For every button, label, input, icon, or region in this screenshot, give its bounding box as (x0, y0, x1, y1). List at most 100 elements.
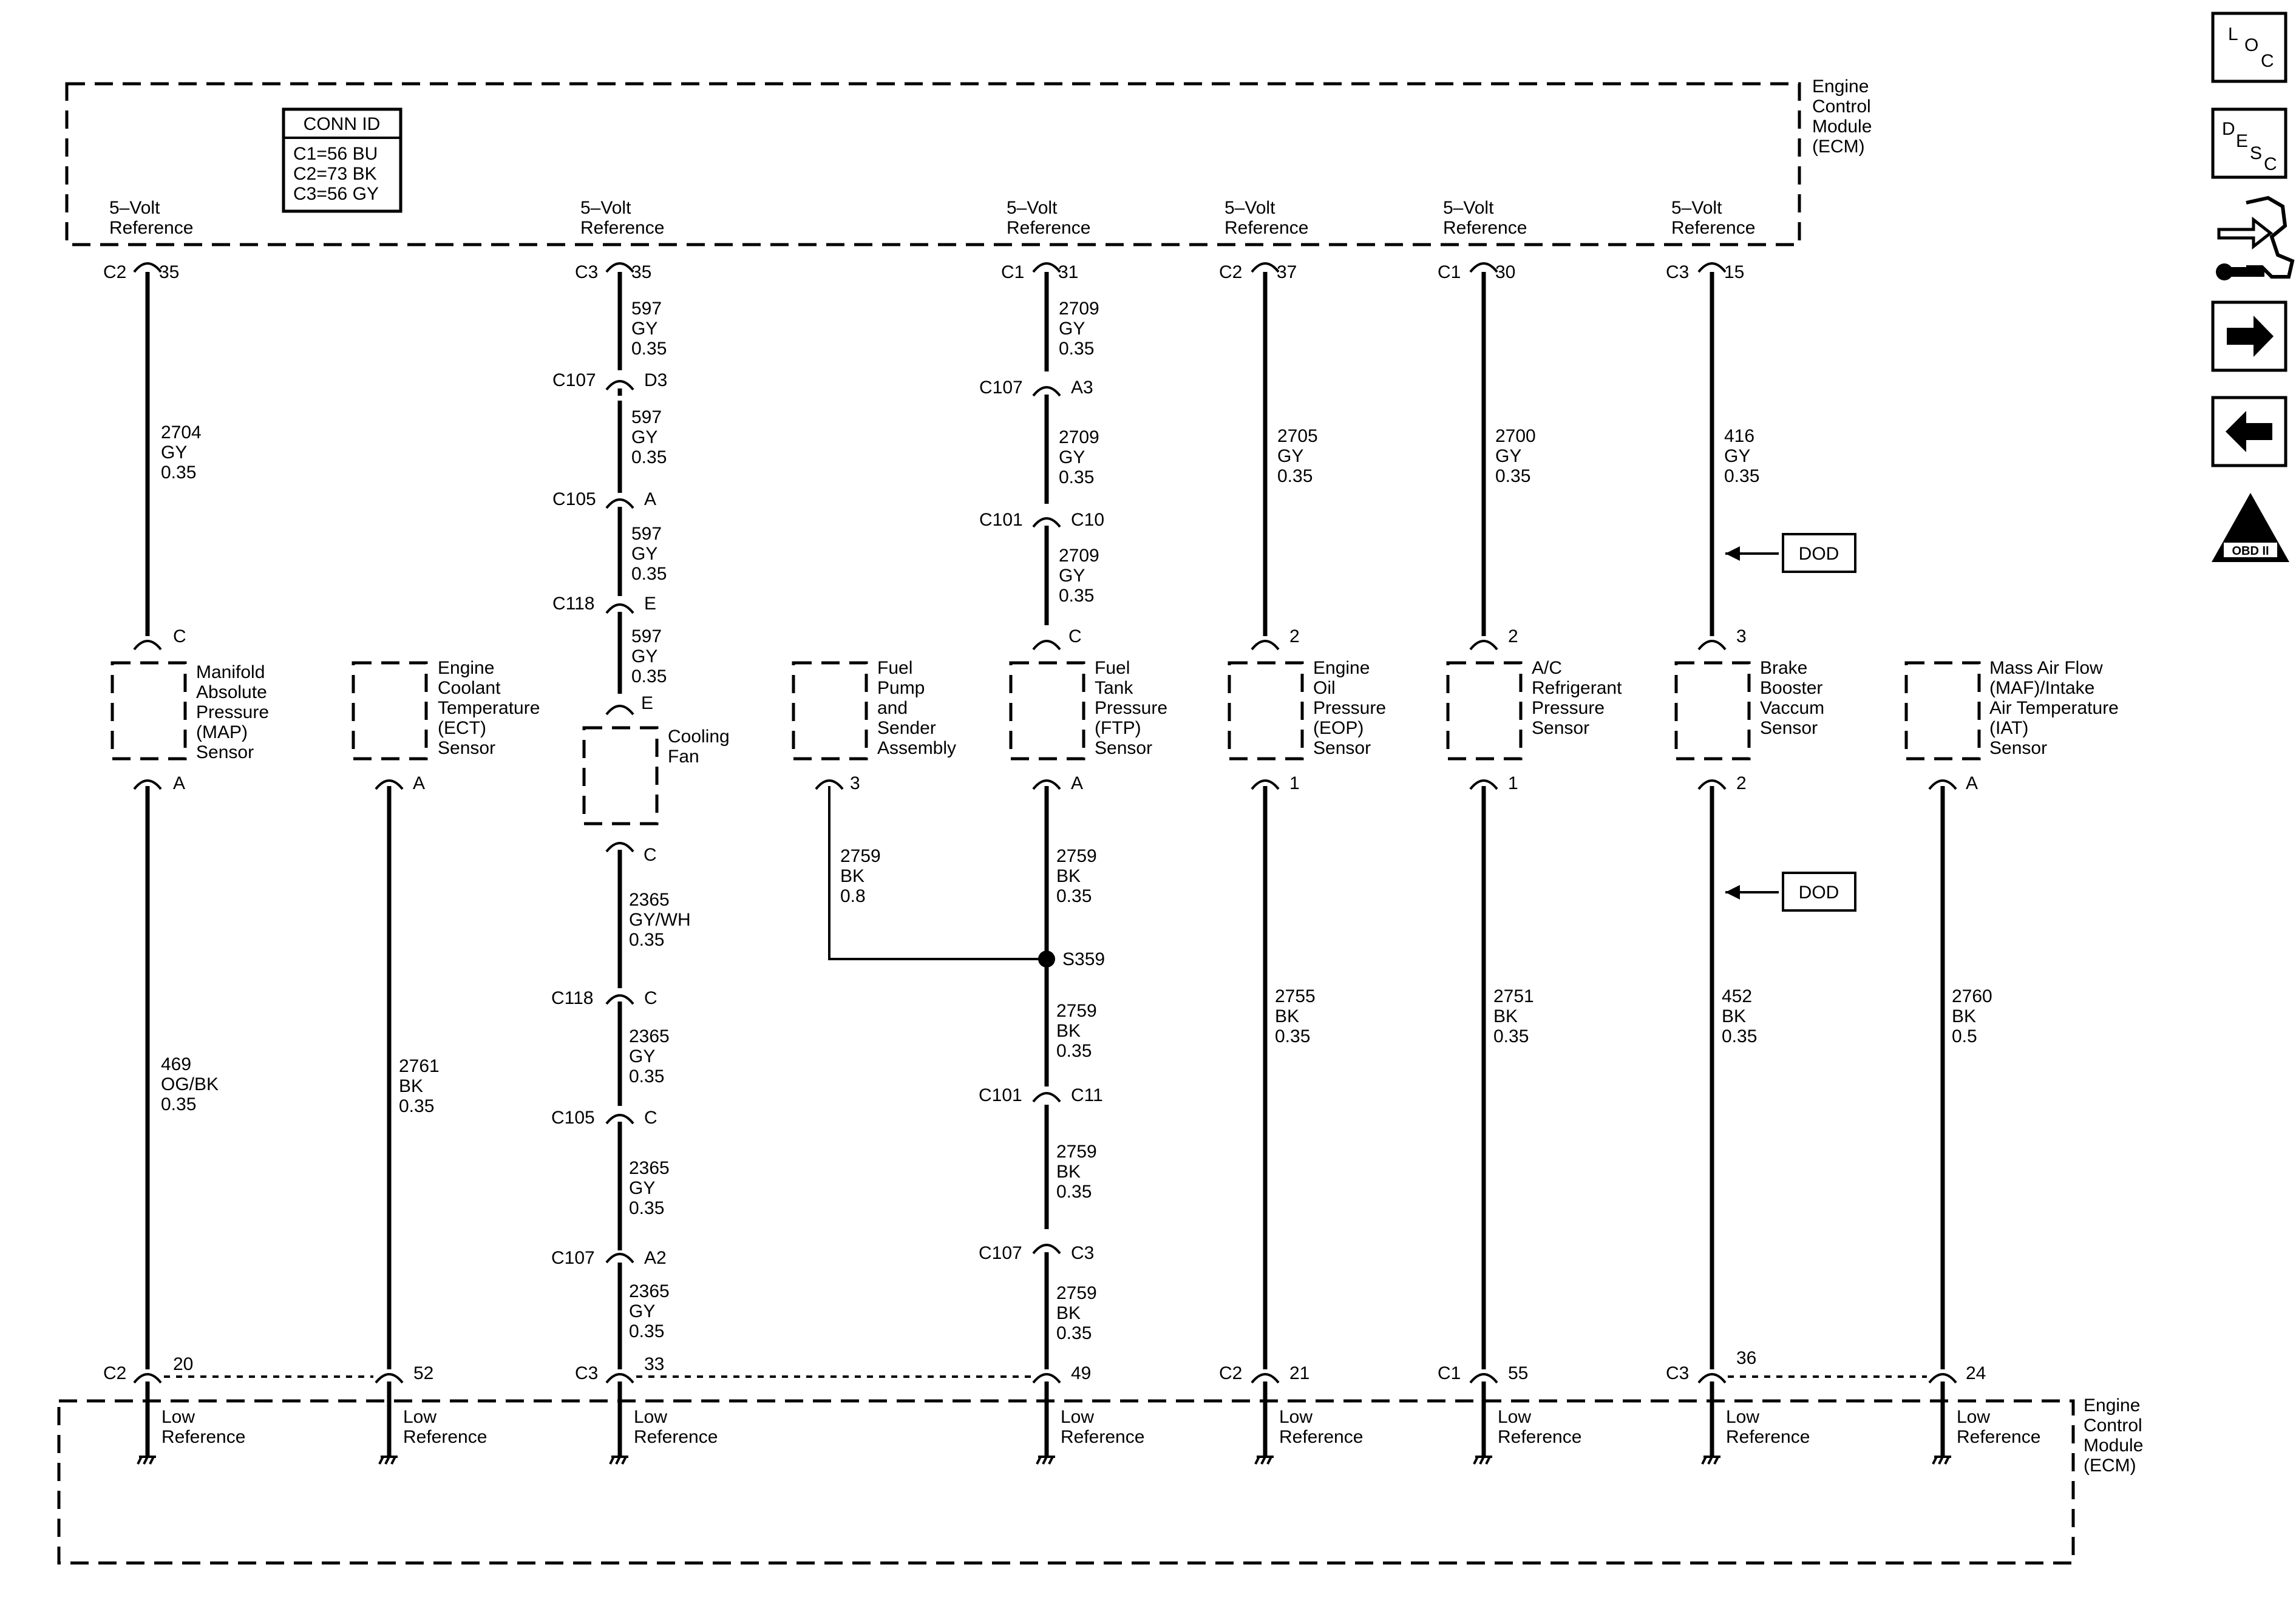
prev-arrow-icon[interactable] (2211, 396, 2288, 467)
svg-text:BK: BK (1952, 1006, 1976, 1026)
svg-text:Fuel: Fuel (1095, 658, 1130, 678)
svg-text:BK: BK (1056, 1303, 1081, 1323)
svg-text:31: 31 (1058, 262, 1078, 282)
svg-text:55: 55 (1508, 1363, 1528, 1383)
svg-text:0.35: 0.35 (1056, 1041, 1092, 1061)
svg-text:C101: C101 (979, 1085, 1022, 1105)
svg-text:C105: C105 (552, 489, 596, 509)
svg-text:C3: C3 (1071, 1243, 1094, 1263)
sensor-pin: E (641, 693, 653, 713)
splice-label: S359 (1062, 949, 1105, 969)
svg-text:0.35: 0.35 (631, 447, 667, 467)
svg-text:C3: C3 (575, 262, 598, 282)
loc-icon[interactable]: L O C (2211, 12, 2288, 83)
svg-text:Control: Control (2084, 1415, 2142, 1436)
svg-text:and: and (877, 698, 908, 718)
svg-text:II: II (2241, 512, 2260, 540)
inline-connector: C107 A3 (979, 378, 1093, 398)
svg-text:C11: C11 (1071, 1085, 1103, 1105)
svg-text:Manifold: Manifold (196, 662, 265, 682)
svg-text:33: 33 (644, 1354, 664, 1374)
svg-text:0.35: 0.35 (161, 1094, 196, 1114)
svg-text:597: 597 (631, 626, 662, 646)
svg-text:C10: C10 (1071, 510, 1104, 530)
svg-text:2709: 2709 (1059, 299, 1099, 319)
dod-marker[interactable]: DOD (1725, 872, 1856, 912)
connector-tool-icon[interactable] (2216, 195, 2295, 280)
svg-text:(MAF)/Intake: (MAF)/Intake (1989, 678, 2094, 698)
svg-text:C107: C107 (979, 378, 1023, 398)
conn-id-line: C3=56 GY (293, 184, 379, 204)
svg-text:0.35: 0.35 (1056, 886, 1092, 906)
conn-id-title: CONN ID (304, 114, 381, 134)
sensor-pin: 3 (850, 773, 860, 793)
svg-text:GY: GY (631, 544, 657, 564)
svg-text:Sensor: Sensor (1989, 738, 2047, 758)
svg-text:2759: 2759 (1056, 1001, 1097, 1021)
sensor-pin: A (1071, 773, 1083, 793)
svg-text:21: 21 (1289, 1363, 1309, 1383)
svg-text:GY: GY (1059, 319, 1085, 339)
svg-text:A3: A3 (1071, 378, 1093, 398)
svg-text:Module: Module (1812, 117, 1872, 137)
next-arrow-icon[interactable] (2211, 300, 2288, 372)
sensor-pin: 2 (1736, 773, 1747, 793)
svg-text:O: O (2244, 35, 2258, 55)
obd-ii-icon[interactable]: II OBD II (2212, 493, 2289, 562)
svg-text:Sensor: Sensor (196, 742, 254, 762)
svg-text:BK: BK (1056, 866, 1081, 886)
svg-text:Sender: Sender (877, 718, 936, 738)
svg-text:D3: D3 (644, 370, 667, 390)
svg-text:BK: BK (1056, 1021, 1081, 1041)
svg-text:Reference: Reference (1061, 1427, 1144, 1447)
cooling-fan (582, 726, 659, 825)
svg-text:Reference: Reference (109, 218, 193, 238)
sensor-pin: A (413, 773, 425, 793)
ecm-bottom-pin: 49 (1032, 1363, 1091, 1384)
svg-text:E: E (2236, 131, 2248, 151)
svg-text:C2: C2 (103, 1363, 126, 1383)
svg-text:597: 597 (631, 407, 662, 427)
svg-text:416: 416 (1724, 426, 1754, 446)
svg-text:C107: C107 (551, 1248, 595, 1268)
svg-text:BK: BK (399, 1076, 423, 1096)
svg-text:0.35: 0.35 (1059, 467, 1094, 487)
svg-text:0.35: 0.35 (1059, 586, 1094, 606)
svg-text:5–Volt: 5–Volt (580, 198, 631, 218)
svg-text:BK: BK (1493, 1006, 1518, 1026)
svg-text:Reference: Reference (580, 218, 664, 238)
dod-marker[interactable]: DOD (1725, 533, 1856, 573)
svg-text:37: 37 (1277, 262, 1297, 282)
svg-text:0.35: 0.35 (161, 463, 196, 483)
svg-text:20: 20 (173, 1354, 193, 1374)
svg-text:GY: GY (631, 319, 657, 339)
desc-icon[interactable]: D E S C (2211, 107, 2288, 179)
svg-text:C1: C1 (1001, 262, 1024, 282)
svg-text:Reference: Reference (161, 1427, 245, 1447)
svg-text:C3: C3 (1666, 1363, 1689, 1383)
svg-text:0.35: 0.35 (629, 1066, 664, 1086)
svg-text:5–Volt: 5–Volt (109, 198, 160, 218)
svg-text:Sensor: Sensor (438, 738, 495, 758)
svg-text:C: C (644, 1108, 657, 1128)
svg-text:Fan: Fan (668, 747, 699, 767)
